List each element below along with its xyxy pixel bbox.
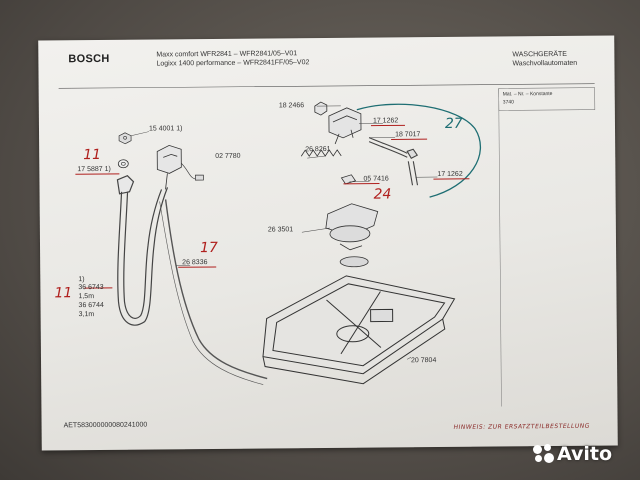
side-box-line-1: Mat. – Nr. – Konstante (502, 91, 553, 98)
handwritten-underlines (75, 124, 470, 289)
handwritten-circle (356, 103, 481, 198)
part-label-057416: 05 7416 (363, 175, 389, 183)
part-label-027780: 02 7780 (215, 152, 241, 160)
exploded-parts-drawing (58, 83, 596, 407)
side-box-line-2: 3740 (502, 99, 514, 106)
avito-logo-icon (532, 443, 554, 465)
part-label-366743: 36 6743 (78, 283, 104, 292)
category-line-2: Waschvollautomaten (512, 59, 578, 68)
part-label-366744: 36 6744 (78, 301, 104, 310)
part-label-171262-b: 17 1262 (437, 170, 463, 179)
part-label-268261: 26 8261 (305, 145, 331, 154)
part-label-207804: 20 7804 (411, 357, 437, 365)
valve-cable (181, 163, 198, 180)
handwritten-27: 27 (444, 115, 463, 132)
small-plug (195, 174, 204, 181)
category-line-1: WASCHGERÄTE (512, 50, 567, 59)
part-label-154001: 15 4001 1) (148, 125, 183, 133)
part-label-175887: 17 5887 1) (77, 165, 111, 174)
pressure-switch (325, 174, 379, 268)
avito-watermark: Avito (532, 438, 632, 470)
note-marker: 1) (78, 276, 85, 284)
handwritten-11-bottom: 11 (54, 285, 73, 302)
model-line-1: Maxx comfort WFR2841 – WFR2841/05–V01 (156, 50, 298, 59)
tub-base (262, 275, 456, 385)
washer-part (117, 159, 129, 169)
part-label-187017: 18 7017 (395, 131, 421, 139)
spring-clip (300, 149, 342, 157)
dispenser-valve (314, 101, 362, 145)
inlet-hose (116, 175, 169, 326)
model-line-2: Logixx 1400 performance – WFR2841FF/05–V… (156, 59, 310, 68)
header-divider (58, 83, 595, 89)
part-label-263501: 26 3501 (267, 226, 294, 234)
avito-watermark-text: Avito (557, 443, 613, 465)
leader-lines (176, 105, 438, 360)
part-label-268336: 26 8336 (182, 259, 208, 267)
nut-part (118, 131, 150, 145)
hose-length-1: 1,5m (78, 293, 95, 301)
footer-code: AET583000000080241000 (63, 421, 148, 430)
side-divider (498, 88, 502, 407)
handwritten-17: 17 (199, 239, 218, 257)
dispenser-hose (368, 137, 419, 186)
part-label-171262-a: 17 1262 (372, 117, 399, 125)
inlet-valve (156, 144, 182, 190)
handwritten-11-top: 11 (83, 146, 102, 164)
brand-logo: BOSCH (68, 52, 110, 66)
parts-sheet: BOSCH Maxx comfort WFR2841 – WFR2841/05–… (38, 35, 618, 451)
drain-hose (164, 199, 268, 380)
hose-length-2: 3,1m (78, 311, 95, 319)
footer-print-note: HINWEIS: ZUR ERSATZTEILBESTELLUNG (453, 422, 590, 431)
handwritten-24: 24 (373, 186, 392, 203)
part-label-182466: 18 2466 (278, 102, 305, 110)
